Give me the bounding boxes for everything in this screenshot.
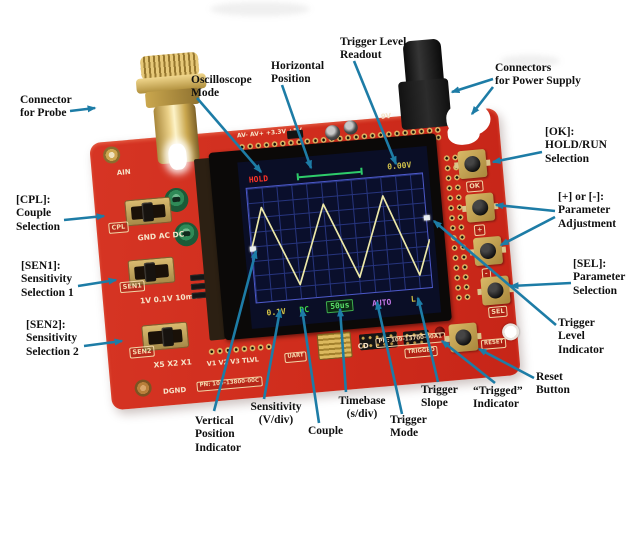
label-trigger-slope: Trigger Slope — [421, 384, 458, 410]
silk-uart-label: UART — [284, 351, 308, 363]
silk-part-number-left: PN: 109-13800-00C — [196, 376, 263, 392]
oscilloscope-pcb: 9V AV- AV+ +3.3V +5V AIN CPL GND AC DC S… — [89, 38, 521, 411]
label-trigger-level-readout: Trigger Level Readout — [340, 36, 407, 62]
trigger-level-readout: 0.00V — [386, 160, 412, 172]
label-oscilloscope-mode: Oscilloscope Mode — [191, 74, 252, 100]
silk-plus-label: + — [473, 224, 487, 236]
silk-reset-label: RESET — [480, 337, 507, 350]
couple-switch-cpl[interactable] — [124, 196, 173, 227]
arrow-power-jack — [450, 77, 494, 94]
reset-button[interactable] — [445, 322, 482, 353]
silk-sen1-options: 1V 0.1V 10mV — [139, 291, 200, 306]
power-supply-connector — [397, 77, 452, 131]
ok-button[interactable] — [454, 148, 491, 180]
silk-sen1-label: SEN1 — [119, 280, 146, 293]
waveform-plot — [251, 195, 431, 286]
mounting-hole — [133, 378, 153, 398]
timebase-readout: 50us — [325, 298, 354, 314]
label-vertical-position-indicator: Vertical Position Indicator — [195, 415, 241, 454]
bnc-reflection — [167, 142, 188, 171]
silk-ok-label: OK — [465, 180, 484, 193]
transistor — [286, 129, 304, 140]
triangle-waveform — [251, 195, 431, 286]
label-reset-button: Reset Button — [536, 371, 570, 397]
silk-test-points: V1 V2 V3 TLVL — [206, 355, 260, 368]
label-timebase: Timebase (s/div) — [338, 395, 386, 421]
arrow-sel — [509, 281, 572, 290]
label-cpl-couple-selection: [CPL]: Couple Selection — [16, 194, 61, 233]
couple-readout: DC — [299, 304, 310, 315]
sensitivity-readout: 0.1V — [266, 306, 287, 318]
label-connectors-for-power-supply: Connectors for Power Supply — [495, 62, 581, 88]
silk-ain: AIN — [116, 167, 131, 178]
usb-connector — [316, 331, 353, 361]
lcd-screen: HOLD 0.00V 0.1V DC 50us AUTO L — [237, 145, 442, 329]
photo-smudge — [210, 2, 310, 16]
mode-readout: HOLD — [248, 173, 269, 185]
sel-button[interactable] — [477, 275, 514, 306]
label-horizontal-position: Horizontal Position — [271, 60, 325, 86]
label-sel-parameter-selection: [SEL]: Parameter Selection — [573, 258, 626, 297]
silk-trigged-label: TRIGGED — [404, 345, 439, 359]
testpoint-pads — [207, 342, 274, 356]
label-sen2-sensitivity-selection-2: [SEN2]: Sensitivity Selection 2 — [26, 319, 79, 358]
trigger-slope-symbol: L — [410, 294, 417, 304]
label-trigger-level-indicator: Trigger Level Indicator — [558, 317, 604, 356]
minus-button[interactable] — [469, 235, 507, 267]
vertical-position-marker — [249, 246, 257, 252]
label-connector-for-probe: Connector for Probe — [20, 94, 72, 120]
trigger-mode-readout: AUTO — [371, 297, 392, 309]
silk-9v: 9V — [380, 111, 392, 121]
label-ok-hold-run: [OK]: HOLD/RUN Selection — [545, 126, 607, 165]
photo-smudge — [500, 55, 560, 67]
silk-dgnd: DGND — [162, 385, 187, 396]
silk-sen2-options: X5 X2 X1 — [153, 357, 193, 370]
power-connector-cutout — [445, 100, 492, 139]
label-couple: Couple — [308, 425, 344, 437]
trigger-level-marker — [423, 214, 431, 221]
label-sen1-sensitivity-selection-1: [SEN1]: Sensitivity Selection 1 — [21, 260, 74, 299]
silk-cd: CD — [357, 341, 370, 351]
label-sensitivity: Sensitivity (V/div) — [250, 401, 302, 427]
mounting-hole — [102, 145, 121, 165]
lcd-module: HOLD 0.00V 0.1V DC 50us AUTO L — [208, 133, 452, 341]
silk-sen2-label: SEN2 — [129, 345, 155, 359]
plus-button[interactable] — [461, 192, 499, 223]
label-trigged-indicator: “Trigged” Indicator — [473, 385, 523, 411]
silk-sel-label: SEL — [487, 305, 509, 318]
label-plus-minus-parameter-adjustment: [+] or [-]: Parameter Adjustment — [558, 191, 617, 230]
graticule-grid — [245, 172, 434, 304]
silk-cpl-label: CPL — [108, 221, 129, 234]
label-trigger-mode: Trigger Mode — [390, 414, 427, 440]
